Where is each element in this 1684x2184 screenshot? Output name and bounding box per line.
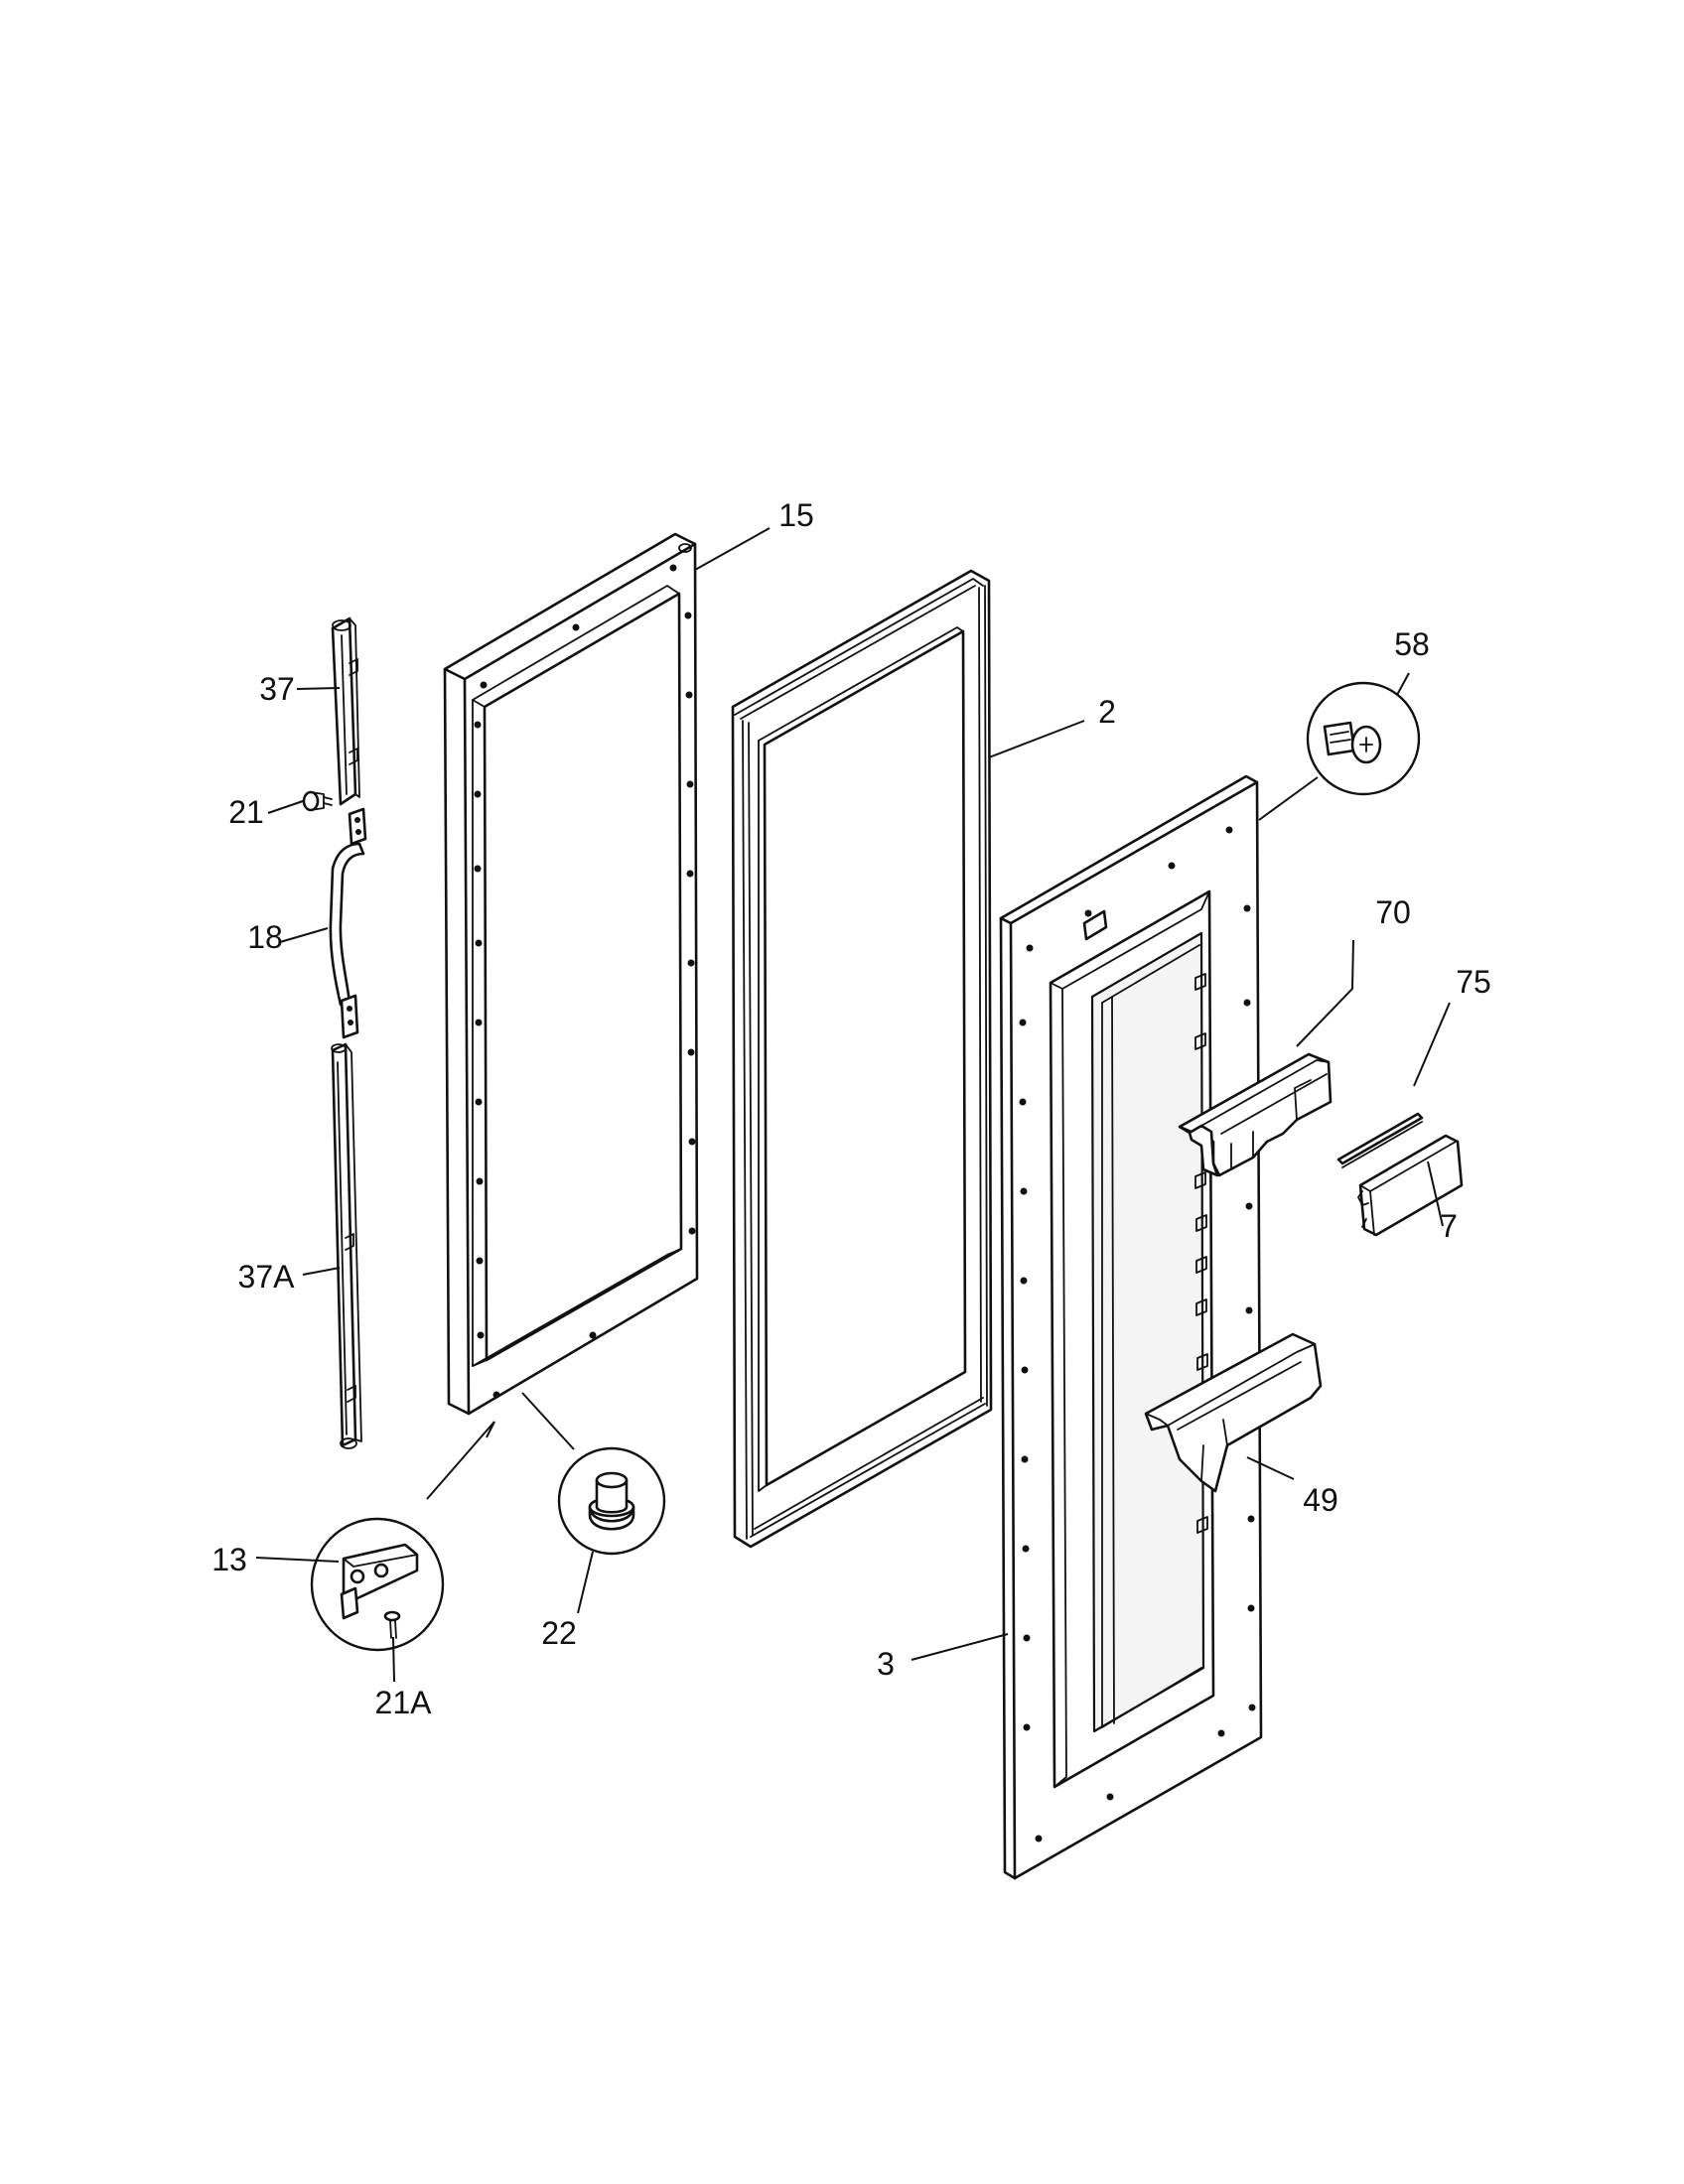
- label-37: 37: [259, 671, 295, 707]
- label-49: 49: [1303, 1482, 1338, 1518]
- label-75: 75: [1456, 964, 1491, 1000]
- part-75-trim-strip: [1336, 1112, 1424, 1168]
- label-15: 15: [778, 497, 814, 533]
- part-70-upper-bin: [1178, 1052, 1333, 1177]
- label-7: 7: [1440, 1208, 1458, 1244]
- label-21: 21: [228, 794, 264, 830]
- label-70: 70: [1375, 894, 1411, 930]
- label-37a: 37A: [238, 1259, 296, 1295]
- part-3-door-liner: [999, 774, 1263, 1880]
- callout-13: [310, 1517, 445, 1652]
- label-3: 3: [877, 1646, 895, 1682]
- shelf-supports: [1194, 973, 1208, 1534]
- frame-holes: [474, 564, 696, 1399]
- label-58: 58: [1394, 626, 1430, 662]
- label-22: 22: [541, 1615, 577, 1651]
- part-labels: 15 2 58 37 21 18 37A 70 75 7 49 13 22 21…: [211, 497, 1491, 1720]
- callout-22: [557, 1446, 666, 1556]
- part-2-gasket: [731, 569, 993, 1549]
- part-49-lower-bin: [1144, 1332, 1323, 1493]
- part-18-handle: [329, 807, 367, 1039]
- leader-lines: [255, 527, 1451, 1683]
- part-21-screw: [302, 790, 333, 812]
- part-37a-lower-trim: [331, 1042, 362, 1449]
- part-37-upper-trim: [331, 616, 360, 806]
- part-7-bin-cover: [1357, 1134, 1464, 1237]
- liner-holes: [1019, 826, 1256, 1843]
- part-15-door-frame: [443, 532, 699, 1416]
- label-13: 13: [211, 1542, 247, 1577]
- label-2: 2: [1098, 694, 1116, 730]
- label-21a: 21A: [375, 1685, 433, 1720]
- label-18: 18: [247, 919, 283, 955]
- callout-58: [1306, 681, 1421, 796]
